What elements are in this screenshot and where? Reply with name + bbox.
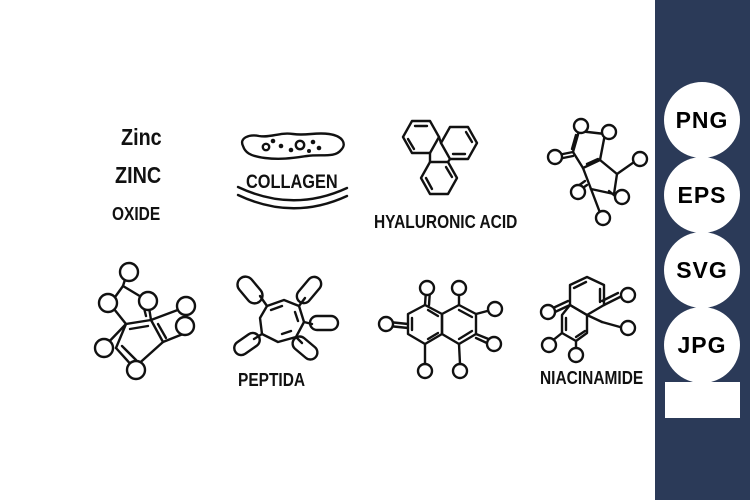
zinc-caps-label: ZINC <box>115 162 162 188</box>
eps-format-badge: EPS <box>664 157 740 233</box>
peptida-molecule-icon <box>233 275 340 361</box>
collagen-label: COLLAGEN <box>246 172 338 193</box>
png-format-badge: PNG <box>664 82 740 158</box>
format-sidebar: PNG EPS SVG JPG <box>655 0 750 500</box>
icon-canvas: Zinc ZINC OXIDE COLLAGEN HYALURONIC ACID <box>93 117 649 390</box>
blank-white-panel <box>665 382 740 418</box>
molecule-icon-3 <box>377 279 504 380</box>
peptida-label: PEPTIDA <box>238 370 306 390</box>
molecule-icon-1 <box>546 117 649 227</box>
hyaluronic-acid-label: HYALURONIC ACID <box>374 212 518 232</box>
niacinamide-molecule-icon <box>539 275 637 364</box>
jpg-format-badge: JPG <box>664 307 740 383</box>
hyaluronic-acid-molecule-icon <box>401 119 479 196</box>
png-label: PNG <box>675 106 729 133</box>
collagen-icon <box>236 132 349 210</box>
jpg-label: JPG <box>677 331 727 358</box>
molecule-icon-2 <box>93 261 197 381</box>
svg-label: SVG <box>676 256 728 283</box>
svg-format-badge: SVG <box>664 232 740 308</box>
oxide-label: OXIDE <box>112 204 161 224</box>
niacinamide-label: NIACINAMIDE <box>540 368 644 388</box>
zinc-label: Zinc <box>121 124 162 150</box>
eps-label: EPS <box>677 181 727 208</box>
